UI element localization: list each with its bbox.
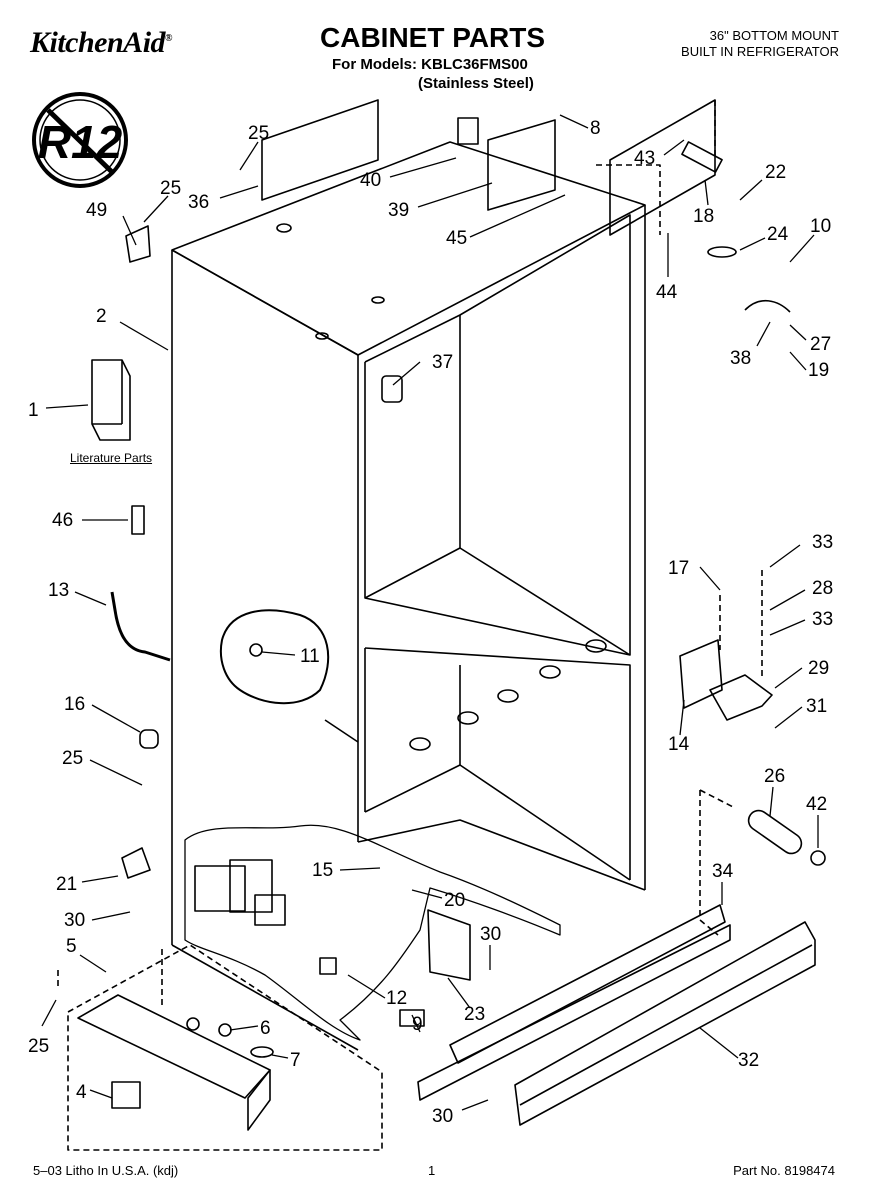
callout-23: 23 [464,1004,485,1025]
callout-29: 29 [808,658,829,679]
kickplate-32 [514,921,816,1126]
callout-4: 4 [76,1082,87,1103]
models-line: For Models: KBLC36FMS00 [332,56,528,73]
callout-33b: 33 [812,609,833,630]
callout-25b: 25 [160,178,181,199]
callout-25a: 25 [248,123,269,144]
bracket-38-icon [744,300,791,313]
clip-9-icon [399,1009,425,1027]
plug-6a-icon [186,1017,200,1031]
badge-text: R12 [38,116,123,168]
base-assembly-dashed-outline [67,944,383,1151]
part-37-icon [381,375,403,403]
callout-5: 5 [66,936,77,957]
cutaway-region-11 [220,609,330,705]
clamp-16-icon [139,729,159,749]
product-subtitle-line2: BUILT IN REFRIGERATOR [681,44,839,59]
callout-7: 7 [290,1050,301,1071]
roller-4-icon [111,1081,141,1109]
hinge-18-icon [681,141,723,173]
footer-print-info: 5–03 Litho In U.S.A. (kdj) [33,1163,179,1178]
water-tube-13 [110,591,171,662]
grille-34 [449,904,726,1064]
callout-39: 39 [388,200,409,221]
callout-32: 32 [738,1050,759,1071]
clip-46-icon [131,505,145,535]
callout-20: 20 [444,890,465,911]
callout-44: 44 [656,282,678,303]
callout-9: 9 [412,1014,423,1035]
callout-21: 21 [56,874,77,895]
bracket-21-icon [121,847,151,879]
footer-part-number: Part No. 8198474 [733,1163,835,1178]
bracket-49-icon [125,225,151,263]
callout-8: 8 [590,118,601,139]
spring-24-icon [707,246,737,258]
callout-46: 46 [52,510,73,531]
literature-parts-label: Literature Parts [70,451,153,465]
callout-13: 13 [48,580,69,601]
page-title: CABINET PARTS [320,22,546,53]
callout-2: 2 [96,306,107,327]
callout-37: 37 [432,352,453,373]
callout-30c: 30 [432,1106,453,1127]
callout-15: 15 [312,860,333,881]
hinge-29 [709,674,773,721]
callout-11: 11 [300,646,320,667]
cabinet-body [171,99,716,1051]
footer-page-number: 1 [428,1163,436,1178]
callout-33a: 33 [812,532,833,553]
grommet-7-icon [250,1046,274,1058]
roller-26-icon [747,809,803,855]
callout-12: 12 [386,988,407,1009]
plug-6b-icon [218,1023,232,1037]
callout-36: 36 [188,192,209,213]
callout-26: 26 [764,766,785,787]
callout-28: 28 [812,578,833,599]
callout-25d: 25 [28,1036,49,1057]
callout-24: 24 [767,224,789,245]
duct-23-icon [427,909,471,981]
callout-6: 6 [260,1018,271,1039]
callout-27: 27 [810,334,831,355]
brand-logo: KitchenAid® [30,26,173,59]
callout-45: 45 [446,228,467,249]
variant-line: (Stainless Steel) [418,75,534,92]
callout-30a: 30 [64,910,85,931]
callout-31: 31 [806,696,827,717]
callout-34: 34 [712,861,734,882]
callout-18: 18 [693,206,714,227]
no-r12-badge-icon: R12 [32,92,128,188]
callout-30b: 30 [480,924,501,945]
literature-book-icon [91,359,131,441]
callout-25c: 25 [62,748,83,769]
callout-17: 17 [668,558,689,579]
machine-compartment-cutaway [184,824,561,1041]
callout-40: 40 [360,170,381,191]
callout-49: 49 [86,200,107,221]
callout-1: 1 [28,400,39,421]
hinge-plate-14 [679,639,723,709]
part-40-icon [457,117,479,145]
callout-42: 42 [806,794,827,815]
callout-19: 19 [808,360,829,381]
callout-38: 38 [730,348,751,369]
product-subtitle-line1: 36" BOTTOM MOUNT [709,28,839,43]
callout-16: 16 [64,694,85,715]
callout-14: 14 [668,734,690,755]
callout-10: 10 [810,216,831,237]
cap-42-icon [810,850,826,866]
callout-22: 22 [765,162,786,183]
part-12-icon [319,957,337,975]
callout-43: 43 [634,148,655,169]
